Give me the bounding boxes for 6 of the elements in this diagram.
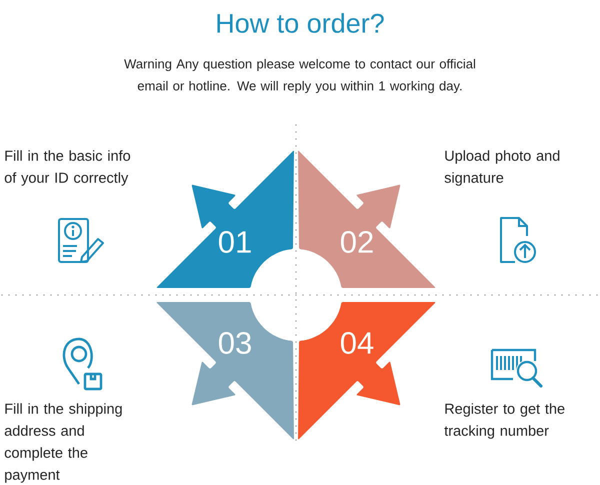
step-text: Register to get the tracking number xyxy=(444,403,564,439)
title: How to order? xyxy=(217,13,384,33)
step-text: Fill in the shipping address and complete the payment xyxy=(4,403,122,483)
step-text: Fill in the basic info of your ID correctly xyxy=(4,150,130,186)
notice-text: Warning Any question please welcome to contact our official email or hotline. We will reply you within 1 working day. xyxy=(124,58,476,94)
step-text: Upload photo and signature xyxy=(444,150,560,186)
